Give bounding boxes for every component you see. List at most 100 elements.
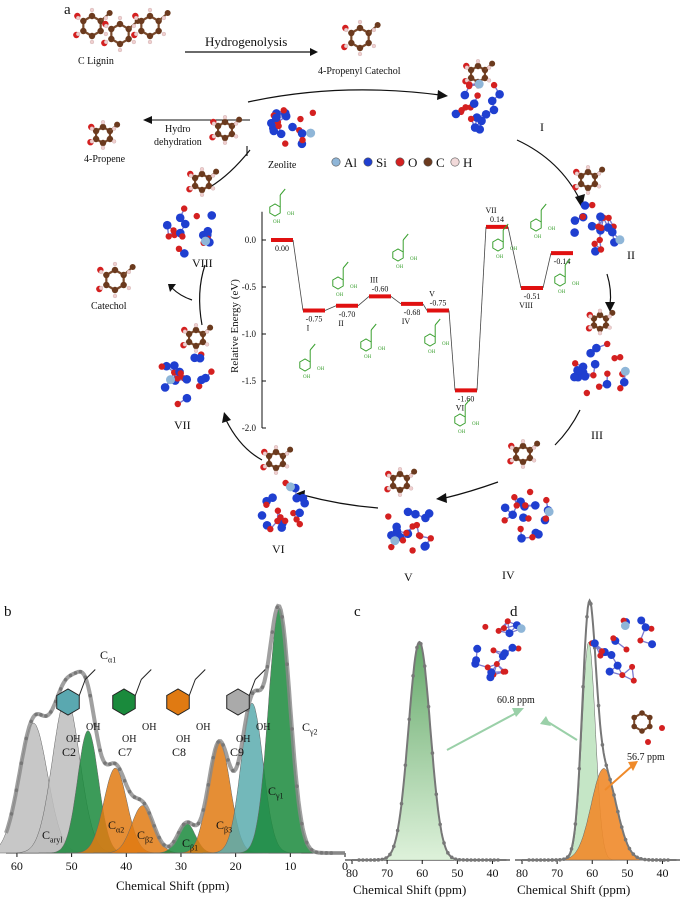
silicon-atom: [648, 640, 657, 649]
hydrogen-atom: [103, 31, 108, 37]
d-data-point: [585, 614, 589, 619]
silicon-atom: [182, 393, 192, 403]
carbon-atom: [80, 17, 87, 25]
carbon-atom: [365, 39, 372, 47]
aluminum-atom: [474, 79, 484, 89]
c-data-point: [476, 858, 481, 862]
carbon-atom: [474, 62, 482, 70]
energy-value-label: 0.14: [490, 215, 504, 224]
panel-label-d: d: [510, 604, 518, 620]
silicon-atom: [607, 227, 617, 237]
hydrogen-atom: [99, 285, 104, 291]
oxygen-atom: [427, 535, 434, 542]
b-data-point: [329, 851, 334, 855]
oh-label: OH: [122, 734, 136, 745]
carbon-atom: [129, 264, 136, 270]
oxygen-atom: [409, 523, 416, 530]
green-oh: OH: [572, 282, 580, 287]
oxygen-atom: [645, 739, 651, 745]
legend-h: H: [463, 155, 473, 170]
carbon-atom: [207, 324, 214, 331]
energy-value-label: -0.60: [372, 284, 389, 293]
b-data-point: [295, 784, 299, 789]
b-data-point: [265, 664, 270, 669]
c-data-point: [492, 858, 497, 862]
carbon-atom: [228, 130, 236, 138]
energy-connector: [292, 239, 304, 311]
carbon-atom: [199, 338, 207, 346]
c-data-point: [407, 717, 412, 722]
oxygen-atom: [275, 122, 282, 130]
energy-state-label: VIII: [519, 301, 533, 310]
propenyl-catechol-label: 4-Propenyl Catechol: [318, 66, 401, 77]
hydrogen-atom: [210, 186, 216, 191]
oxygen-atom: [175, 245, 183, 253]
silicon-atom: [257, 511, 267, 520]
carbon-atom: [512, 454, 520, 462]
propene-molecule: [87, 120, 121, 150]
silicon-atom: [277, 523, 287, 532]
benzene-ring: [166, 688, 190, 716]
b-data-point: [152, 824, 156, 828]
cycle-arrow: [247, 89, 441, 103]
annotation-arrow: [604, 765, 633, 791]
carbon-atom: [198, 186, 206, 194]
hydrogen-atom: [188, 186, 194, 191]
carbon-atom: [146, 32, 154, 40]
carbon-atom: [111, 266, 119, 274]
peak-label-g2: Cγ2: [302, 720, 318, 737]
panel-label-c: c: [354, 604, 361, 620]
carbon-atom: [356, 24, 364, 32]
hydrogen-atom: [408, 473, 414, 478]
state-VI-adsorbate: [260, 445, 294, 475]
hydrogen-atom: [585, 165, 591, 170]
oxygen-atom: [604, 370, 611, 377]
d-data-point: [658, 858, 663, 862]
b-data-point: [250, 691, 255, 695]
carbon-atom: [481, 74, 489, 82]
hydrogen-atom: [371, 27, 376, 33]
silicon-atom: [300, 498, 310, 508]
ring-state-VII: VII: [174, 418, 191, 432]
oxygen-atom: [648, 625, 655, 632]
carbon-atom: [519, 442, 527, 450]
b-data-point: [9, 812, 14, 816]
b-data-point: [280, 615, 284, 619]
hydrogen-atom: [104, 23, 109, 29]
carbon-atom: [185, 330, 193, 338]
c-data-point: [484, 858, 489, 862]
d-data-point: [534, 858, 539, 862]
energy-ylabel: Relative Energy (eV): [228, 279, 241, 373]
oxygen-atom: [282, 140, 289, 147]
aluminum-atom: [620, 366, 630, 376]
annotation-arrow: [446, 711, 519, 751]
green-chain: [564, 258, 571, 266]
peak-label-a2: Cα2: [108, 818, 125, 835]
c-data-point: [376, 858, 381, 862]
silicon-atom: [508, 643, 517, 652]
hydrogen-atom: [134, 15, 139, 21]
carbon-atom: [356, 44, 364, 52]
side-chain: [84, 669, 96, 680]
b-data-point: [157, 835, 161, 840]
green-ring: [454, 413, 466, 427]
b-x-tick-label: 30: [175, 859, 187, 873]
hydrogen-atom: [486, 65, 492, 70]
b-data-point: [142, 801, 147, 806]
carbon-atom: [403, 482, 411, 490]
peak-label-g1: Cγ1: [268, 784, 284, 801]
carbon-atom: [92, 135, 100, 143]
catechol-label: Catechol: [91, 301, 127, 312]
aluminum-atom: [620, 621, 630, 631]
oxygen-atom: [590, 372, 597, 379]
b-data-point: [206, 782, 211, 787]
silicon-atom: [207, 211, 217, 220]
silicon-atom: [182, 375, 192, 384]
hydrogen-atom: [344, 27, 349, 33]
b-x-tick-label: 40: [120, 859, 132, 873]
green-oh: OH: [558, 290, 566, 295]
c-data-point: [399, 801, 404, 806]
c-data-point: [465, 858, 469, 862]
arrowhead: [512, 708, 524, 717]
